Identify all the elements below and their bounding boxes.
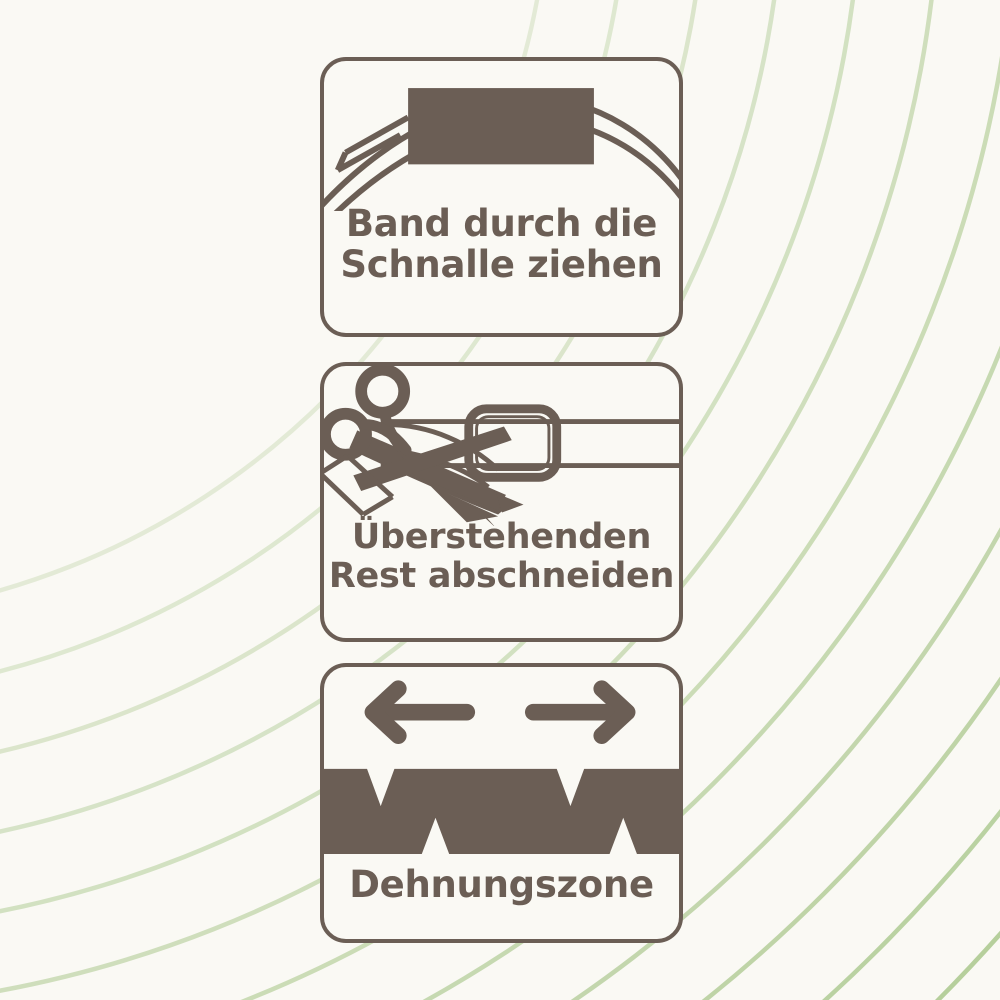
scissors-cutting-strap-icon — [324, 366, 679, 526]
panel-2-caption: Überstehenden Rest abschneiden — [328, 517, 675, 597]
buckle-block — [408, 88, 594, 165]
step-panel-3: Dehnungszone — [320, 663, 683, 943]
stretch-band — [324, 768, 679, 854]
strap-through-buckle-icon — [324, 88, 679, 211]
stretch-zone-arrows-icon — [324, 680, 679, 854]
scissors-loop-upper — [355, 366, 411, 419]
panel-3-caption: Dehnungszone — [349, 863, 654, 906]
panel-1-caption: Band durch die Schnalle ziehen — [340, 202, 663, 287]
step-panel-2: Überstehenden Rest abschneiden — [320, 362, 683, 642]
scissors-shape — [349, 426, 524, 526]
arrow-right-icon — [524, 680, 636, 744]
arrow-left-icon — [364, 680, 476, 744]
step-panel-1: Band durch die Schnalle ziehen — [320, 57, 683, 337]
